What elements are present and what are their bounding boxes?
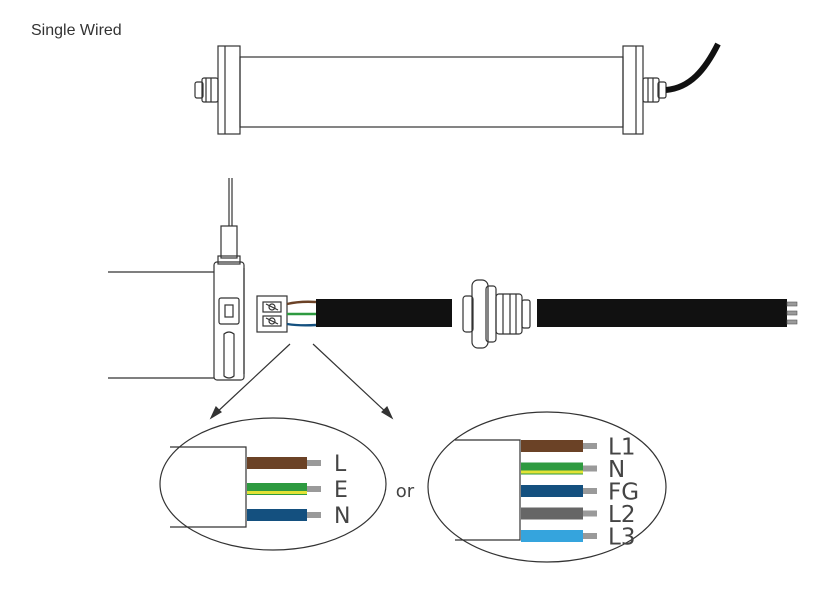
wire-tip [307, 512, 321, 518]
three-phase-wires [521, 440, 597, 542]
wire-tip [583, 465, 597, 472]
terminal-block [256, 295, 288, 333]
or-label: or [396, 481, 415, 502]
terminal-label: N [334, 504, 350, 529]
single-phase-wires [247, 457, 321, 521]
wire-tip [307, 486, 321, 492]
wire-tip [583, 510, 597, 517]
inner-wires [286, 300, 317, 327]
middle-cable-gland [462, 279, 531, 349]
wire-stripe [521, 470, 583, 474]
left-cable-gland [194, 77, 219, 103]
right-end-cap [622, 45, 644, 135]
luminaire-overview [194, 42, 721, 135]
wire-stripe [247, 491, 307, 494]
wire-l2 [521, 507, 583, 520]
terminal-label: FG [608, 479, 639, 505]
terminal-label: L [334, 452, 347, 477]
supply-cable [665, 42, 721, 93]
terminal-label: L2 [608, 502, 635, 528]
vent-valve [217, 178, 241, 265]
right-cable-gland [642, 77, 667, 103]
wire-fg [521, 485, 583, 497]
connection-detail [108, 178, 798, 420]
cable-segment-1 [316, 299, 452, 327]
wire-l [247, 457, 307, 469]
end-cap-detail [213, 261, 245, 381]
cable-pins [786, 301, 798, 325]
wire-n [247, 509, 307, 521]
left-end-cap [217, 45, 241, 135]
cable-segment-2 [537, 299, 787, 327]
terminal-label: L3 [608, 524, 635, 550]
tube-body [239, 56, 624, 128]
wire-tip [583, 533, 597, 539]
terminal-label: N [608, 457, 625, 483]
single-phase-callout: LEN [159, 417, 387, 551]
wire-tip [583, 488, 597, 494]
wire-tip [307, 460, 321, 466]
terminal-label: L1 [608, 434, 635, 460]
wire-l1 [521, 440, 583, 452]
wire-tip [583, 443, 597, 449]
wire-l3 [521, 530, 583, 542]
single-phase-labels: LEN [334, 452, 350, 529]
callout-arrows [209, 343, 394, 420]
diagram-title: Single Wired [31, 22, 122, 39]
terminal-label: E [334, 478, 348, 503]
